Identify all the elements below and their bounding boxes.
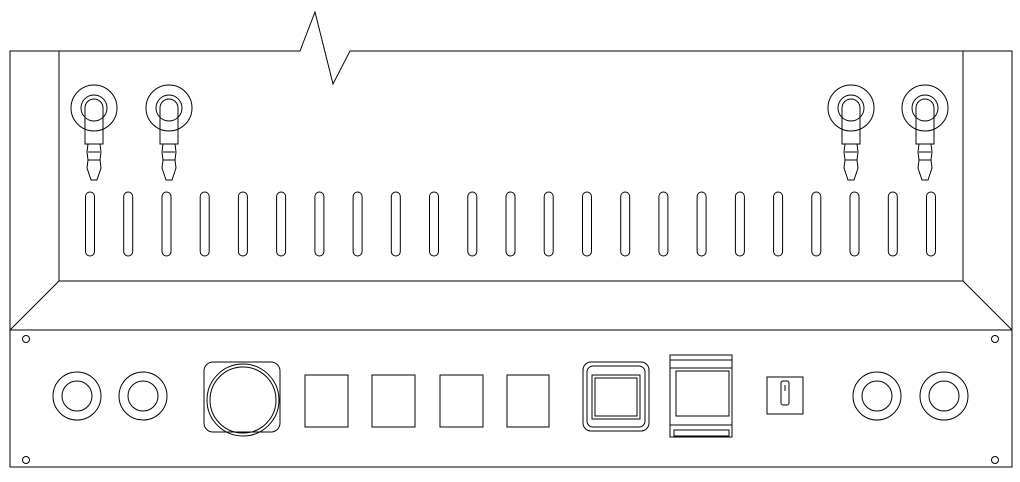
screw-top-left bbox=[23, 336, 30, 343]
valve-group bbox=[71, 85, 948, 180]
vent-slot bbox=[200, 192, 209, 256]
vent-slot bbox=[544, 192, 553, 256]
valve-ring bbox=[156, 95, 182, 121]
vent-slot bbox=[735, 192, 744, 256]
breaker-switch[interactable] bbox=[670, 355, 732, 437]
screw-bottom-right bbox=[992, 457, 999, 464]
vent-slot bbox=[583, 192, 592, 256]
valve-flange bbox=[902, 85, 948, 131]
indicator-lamp bbox=[119, 372, 167, 420]
vent-slot bbox=[277, 192, 286, 256]
vent-slot bbox=[850, 192, 859, 256]
vent-slot bbox=[238, 192, 247, 256]
valve-ring bbox=[81, 95, 107, 121]
valve-lever bbox=[916, 99, 934, 144]
valve-nozzle bbox=[87, 144, 101, 180]
vent-slot bbox=[621, 192, 630, 256]
valve[interactable] bbox=[71, 85, 117, 180]
upper-housing bbox=[10, 12, 1012, 330]
screw-bottom-left bbox=[23, 457, 30, 464]
vent-slot bbox=[506, 192, 515, 256]
rocker-switch-3[interactable] bbox=[440, 375, 483, 427]
valve-ring bbox=[912, 95, 938, 121]
valve[interactable] bbox=[146, 85, 192, 180]
valve[interactable] bbox=[902, 85, 948, 180]
rocker-switch-2[interactable] bbox=[372, 375, 415, 427]
knob-outer bbox=[207, 364, 279, 436]
bevel-left bbox=[10, 281, 59, 330]
vent-slot bbox=[391, 192, 400, 256]
indicator-lamp bbox=[853, 372, 901, 420]
knob-plate bbox=[204, 362, 280, 432]
valve-lever bbox=[160, 99, 178, 144]
vent-slot bbox=[812, 192, 821, 256]
bevel-right bbox=[963, 281, 1012, 330]
housing-top-edge-with-break bbox=[10, 12, 1012, 330]
valve-flange bbox=[146, 85, 192, 131]
valve-nozzle bbox=[162, 144, 176, 180]
valve[interactable] bbox=[828, 85, 874, 180]
valve-nozzle bbox=[918, 144, 932, 180]
vent-slot bbox=[353, 192, 362, 256]
vent-slot bbox=[162, 192, 171, 256]
rocker-switch-4[interactable] bbox=[507, 375, 549, 427]
vent-slot bbox=[697, 192, 706, 256]
vent-slot bbox=[86, 192, 95, 256]
main-power-switch[interactable] bbox=[583, 362, 649, 431]
rocker-switch-1[interactable] bbox=[305, 375, 348, 427]
inner-panel-outline bbox=[59, 51, 963, 281]
indicator-lamp bbox=[920, 372, 968, 420]
valve-ring bbox=[838, 95, 864, 121]
valve-lever bbox=[85, 99, 103, 144]
valve-lever bbox=[842, 99, 860, 144]
screw-top-right bbox=[992, 336, 999, 343]
toggle-switch[interactable] bbox=[767, 377, 803, 414]
vent-slot bbox=[468, 192, 477, 256]
valve-flange bbox=[71, 85, 117, 131]
vent-slot bbox=[315, 192, 324, 256]
vent-slot-row bbox=[86, 192, 936, 256]
vent-slot bbox=[927, 192, 936, 256]
vent-slot bbox=[774, 192, 783, 256]
knob-inner bbox=[210, 367, 276, 433]
valve-flange bbox=[828, 85, 874, 131]
vent-slot bbox=[124, 192, 133, 256]
control-panel-outline bbox=[10, 330, 1012, 467]
valve-nozzle bbox=[844, 144, 858, 180]
indicator-lamp bbox=[53, 372, 101, 420]
rotary-knob[interactable] bbox=[204, 362, 280, 436]
vent-slot bbox=[659, 192, 668, 256]
control-panel bbox=[10, 330, 1012, 467]
vent-slot bbox=[430, 192, 439, 256]
vent-slot bbox=[888, 192, 897, 256]
